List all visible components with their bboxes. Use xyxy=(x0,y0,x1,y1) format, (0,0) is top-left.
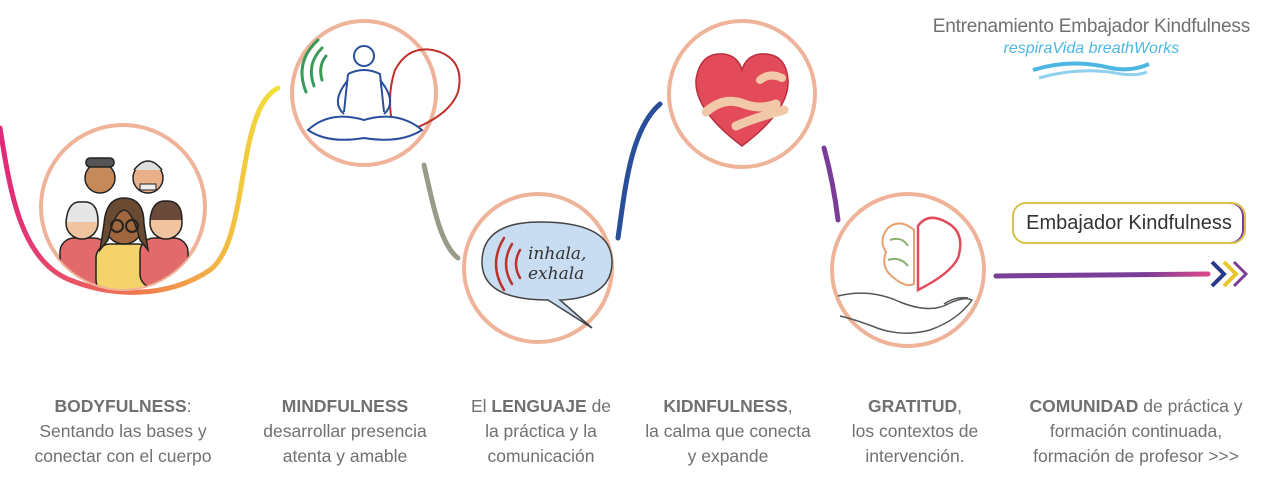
caption-line: intervención. xyxy=(865,446,965,466)
ambassador-label: Embajador Kindfulness xyxy=(1012,202,1246,244)
caption-line: los contextos de xyxy=(851,421,979,441)
heart-hug-icon xyxy=(695,53,789,147)
caption-line: formación continuada, xyxy=(1049,421,1223,441)
caption-lenguaje: El LENGUAJE de la práctica y la comunica… xyxy=(436,394,646,469)
meditation-heart-icon xyxy=(306,45,461,141)
caption-line: conectar con el cuerpo xyxy=(34,446,212,466)
brand-block: Entrenamiento Embajador Kindfulness resp… xyxy=(933,16,1250,82)
caption-bold: KIDNFULNESS xyxy=(663,396,788,416)
path-purple-right xyxy=(993,271,1211,279)
path-blue xyxy=(615,101,663,241)
caption-line: y expande xyxy=(687,446,769,466)
caption-prefix: El xyxy=(470,396,492,416)
caption-line: atenta y amable xyxy=(282,446,408,466)
circle-lenguaje: inhala, exhala xyxy=(462,192,614,344)
caption-suffix: : xyxy=(186,396,192,416)
speech-bubble-line1: inhala, xyxy=(528,244,586,264)
circle-bodyfulness xyxy=(39,123,207,291)
caption-line: la práctica y la xyxy=(485,421,597,441)
caption-line: Sentando las bases y xyxy=(39,421,207,441)
circle-kindfulness xyxy=(667,19,817,169)
caption-kindfulness: KIDNFULNESS, la calma que conecta y expa… xyxy=(623,394,833,469)
caption-suffix: , xyxy=(787,396,793,416)
caption-bold: LENGUAJE xyxy=(491,396,587,416)
caption-line: desarrollar presencia xyxy=(263,421,427,441)
circle-gratitud xyxy=(830,192,986,348)
caption-gratitud: GRATITUD, los contextos de intervención. xyxy=(810,394,1020,469)
caption-bold: MINDFULNESS xyxy=(281,396,409,416)
speech-bubble-line2: exhala xyxy=(528,264,584,284)
caption-suffix: de práctica y xyxy=(1138,396,1243,416)
chevron-arrow-icon xyxy=(1210,260,1249,288)
caption-bold: GRATITUD xyxy=(868,396,958,416)
caption-line: comunicación xyxy=(487,446,595,466)
brand-title: Entrenamiento Embajador Kindfulness xyxy=(932,16,1250,37)
path-magenta-yellow xyxy=(0,85,281,295)
caption-mindfulness: MINDFULNESS desarrollar presencia atenta… xyxy=(240,394,450,469)
brand-subtitle: respiraVida breathWorks xyxy=(1003,40,1180,57)
wave-logo-icon xyxy=(1032,61,1151,80)
brain-heart-hand-icon xyxy=(837,216,974,334)
circle-mindfulness xyxy=(290,19,461,167)
path-purple xyxy=(821,145,841,223)
speech-bubble-icon: inhala, exhala xyxy=(481,221,613,329)
sound-waves-icon xyxy=(300,38,328,94)
caption-line: formación de profesor >>> xyxy=(1033,446,1239,466)
caption-line: la calma que conecta xyxy=(645,421,811,441)
people-group-icon xyxy=(59,157,189,289)
caption-bodyfulness: BODYFULNESS: Sentando las bases y conect… xyxy=(18,394,228,469)
caption-bold: COMUNIDAD xyxy=(1029,396,1139,416)
caption-suffix: de xyxy=(586,396,612,416)
caption-suffix: , xyxy=(957,396,962,416)
path-grey xyxy=(421,162,461,261)
caption-comunidad: COMUNIDAD de práctica y formación contin… xyxy=(1016,394,1256,469)
caption-bold: BODYFULNESS xyxy=(54,396,187,416)
